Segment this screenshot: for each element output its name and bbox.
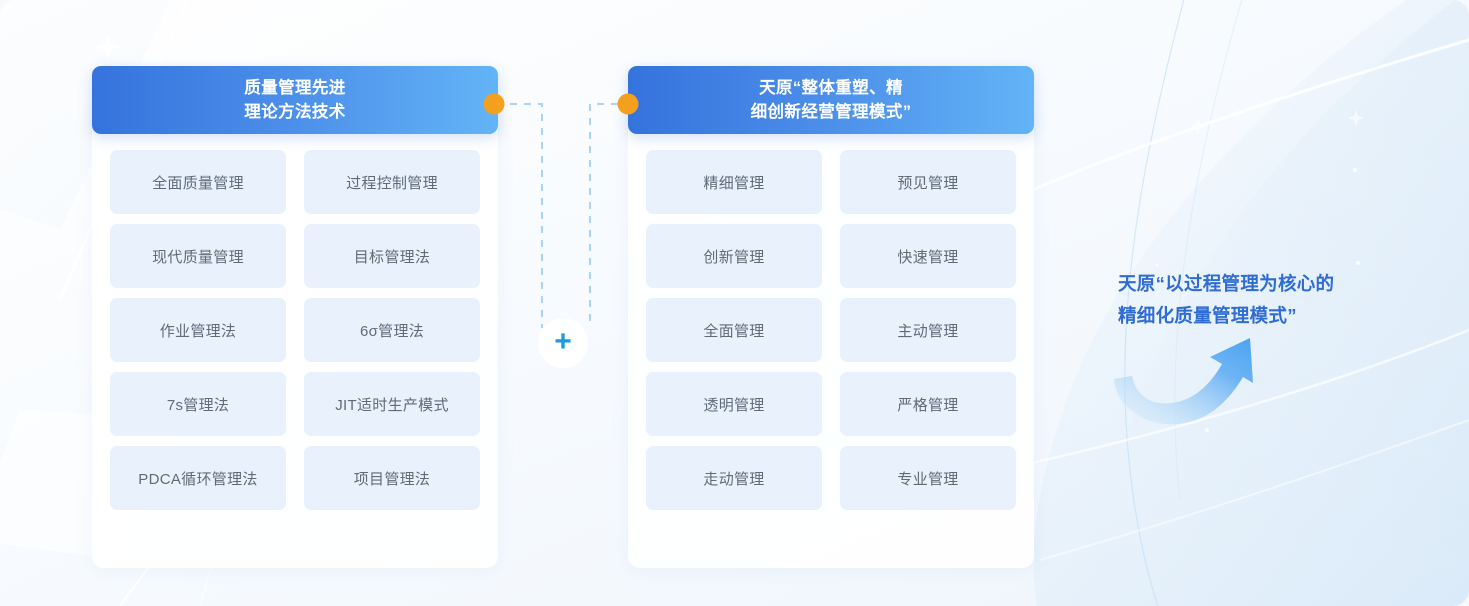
list-item[interactable]: 预见管理 [840, 150, 1016, 214]
panel-quality-management-theory: 质量管理先进 理论方法技术 全面质量管理 过程控制管理 现代质量管理 目标管理法… [92, 66, 498, 568]
panel-header-left: 质量管理先进 理论方法技术 [92, 66, 498, 134]
annotation-line-2: 精细化质量管理模式” [1118, 305, 1297, 326]
list-item[interactable]: 现代质量管理 [110, 224, 286, 288]
list-item[interactable]: 快速管理 [840, 224, 1016, 288]
list-item[interactable]: 作业管理法 [110, 298, 286, 362]
plus-operator-badge: + [538, 318, 588, 368]
list-item[interactable]: 项目管理法 [304, 446, 480, 510]
list-item[interactable]: 全面管理 [646, 298, 822, 362]
list-item[interactable]: PDCA循环管理法 [110, 446, 286, 510]
panel-tianyuan-operation-model: 天原“整体重塑、精 细创新经营管理模式” 精细管理 预见管理 创新管理 快速管理… [628, 66, 1034, 568]
annotation-text: 天原“以过程管理为核心的 精细化质量管理模式” [1118, 268, 1448, 332]
list-item[interactable]: 透明管理 [646, 372, 822, 436]
list-item[interactable]: 专业管理 [840, 446, 1016, 510]
list-item[interactable]: 全面质量管理 [110, 150, 286, 214]
list-item[interactable]: 走动管理 [646, 446, 822, 510]
panel-items-left: 全面质量管理 过程控制管理 现代质量管理 目标管理法 作业管理法 6σ管理法 7… [110, 150, 480, 510]
list-item[interactable]: 7s管理法 [110, 372, 286, 436]
plus-icon: + [554, 325, 572, 358]
curved-arrow-icon [1114, 338, 1253, 425]
panel-title-right: 天原“整体重塑、精 细创新经营管理模式” [750, 79, 912, 121]
list-item[interactable]: 过程控制管理 [304, 150, 480, 214]
list-item[interactable]: 严格管理 [840, 372, 1016, 436]
list-item[interactable]: 精细管理 [646, 150, 822, 214]
panel-items-right: 精细管理 预见管理 创新管理 快速管理 全面管理 主动管理 透明管理 严格管理 … [646, 150, 1016, 510]
list-item[interactable]: 创新管理 [646, 224, 822, 288]
panel-header-right: 天原“整体重塑、精 细创新经营管理模式” [628, 66, 1034, 134]
panel-title-left: 质量管理先进 理论方法技术 [244, 79, 346, 121]
list-item[interactable]: 目标管理法 [304, 224, 480, 288]
list-item[interactable]: 主动管理 [840, 298, 1016, 362]
list-item[interactable]: JIT适时生产模式 [304, 372, 480, 436]
list-item[interactable]: 6σ管理法 [304, 298, 480, 362]
annotation-line-1: 天原“以过程管理为核心的 [1118, 273, 1335, 294]
